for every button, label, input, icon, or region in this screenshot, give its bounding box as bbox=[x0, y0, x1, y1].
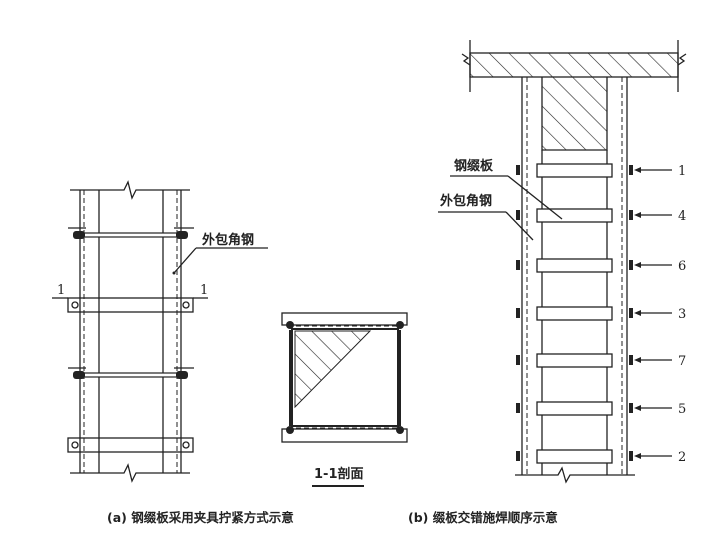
weld-mark bbox=[629, 355, 633, 365]
arrow-head-icon bbox=[634, 212, 641, 218]
concrete-hatch bbox=[294, 330, 372, 409]
batten-weld-1: 1 bbox=[516, 163, 686, 179]
bolt-icon bbox=[182, 441, 190, 449]
batten-plate bbox=[536, 208, 613, 223]
weld-mark bbox=[516, 451, 520, 461]
bolt-icon bbox=[71, 301, 79, 309]
weld-mark bbox=[629, 451, 633, 461]
batten-weld-2: 2 bbox=[516, 449, 686, 465]
weld-sequence-number: 5 bbox=[678, 402, 686, 417]
weld-mark bbox=[516, 210, 520, 220]
batten-plate bbox=[67, 437, 194, 453]
weld-mark bbox=[629, 308, 633, 318]
bottom-batten bbox=[281, 428, 408, 443]
batten-weld-5: 5 bbox=[516, 401, 686, 417]
caption-b: (b) 缀板交错施焊顺序示意 bbox=[408, 510, 558, 525]
weld-mark bbox=[629, 165, 633, 175]
weld-sequence-number: 4 bbox=[678, 209, 686, 224]
figure-a-column-elevation: 1 1 外包角钢 bbox=[52, 180, 268, 483]
figure-b-column-elevation: 1 4 6 3 7 5 2 钢缀板 外包角钢 bbox=[438, 40, 687, 484]
weld-sequence-number: 1 bbox=[678, 164, 686, 179]
weld-mark bbox=[629, 403, 633, 413]
leader-line bbox=[173, 247, 197, 274]
arrow-head-icon bbox=[634, 357, 641, 363]
clamp bbox=[68, 367, 194, 379]
break-line-bottom bbox=[70, 463, 190, 483]
batten-plate bbox=[536, 258, 613, 273]
arrow-head-icon bbox=[634, 262, 641, 268]
caption-a: (a) 钢缀板采用夹具拧紧方式示意 bbox=[107, 510, 294, 525]
batten-weld-7: 7 bbox=[516, 353, 686, 369]
label-angle-steel-b: 外包角钢 bbox=[439, 193, 492, 209]
section-mark-left: 1 bbox=[57, 283, 65, 298]
section-mark-right: 1 bbox=[200, 283, 208, 298]
batten-plate bbox=[536, 163, 613, 178]
weld-mark bbox=[516, 165, 520, 175]
batten-weld-3: 3 bbox=[516, 306, 686, 322]
weld-mark bbox=[516, 308, 520, 318]
break-line-top bbox=[70, 180, 190, 200]
batten-plate bbox=[67, 297, 194, 313]
arrow-head-icon bbox=[634, 405, 641, 411]
weld-sequence-number: 7 bbox=[678, 354, 686, 369]
batten-plate bbox=[536, 449, 613, 464]
section-1-1: 1-1剖面 bbox=[281, 312, 408, 487]
weld-sequence-number: 2 bbox=[678, 450, 686, 465]
weld-mark bbox=[516, 355, 520, 365]
bolt-icon bbox=[71, 441, 79, 449]
bolt-icon bbox=[182, 301, 190, 309]
batten-plate bbox=[536, 353, 613, 368]
batten-plate bbox=[536, 306, 613, 321]
batten-weld-4: 4 bbox=[516, 208, 686, 224]
weld-mark bbox=[629, 260, 633, 270]
arrow-head-icon bbox=[634, 310, 641, 316]
weld-mark bbox=[516, 260, 520, 270]
section-title: 1-1剖面 bbox=[314, 466, 364, 482]
label-angle-steel-a: 外包角钢 bbox=[201, 232, 254, 248]
weld-sequence-number: 6 bbox=[678, 259, 686, 274]
beam-core bbox=[542, 77, 607, 150]
weld-mark bbox=[516, 403, 520, 413]
slab bbox=[469, 52, 679, 78]
clamp bbox=[68, 227, 194, 239]
weld-sequence-number: 3 bbox=[678, 307, 686, 322]
top-batten bbox=[281, 312, 408, 326]
batten-plate bbox=[536, 401, 613, 416]
batten-weld-6: 6 bbox=[516, 258, 686, 274]
label-batten: 钢缀板 bbox=[454, 158, 494, 174]
arrow-head-icon bbox=[634, 167, 641, 173]
arrow-head-icon bbox=[634, 453, 641, 459]
weld-mark bbox=[629, 210, 633, 220]
